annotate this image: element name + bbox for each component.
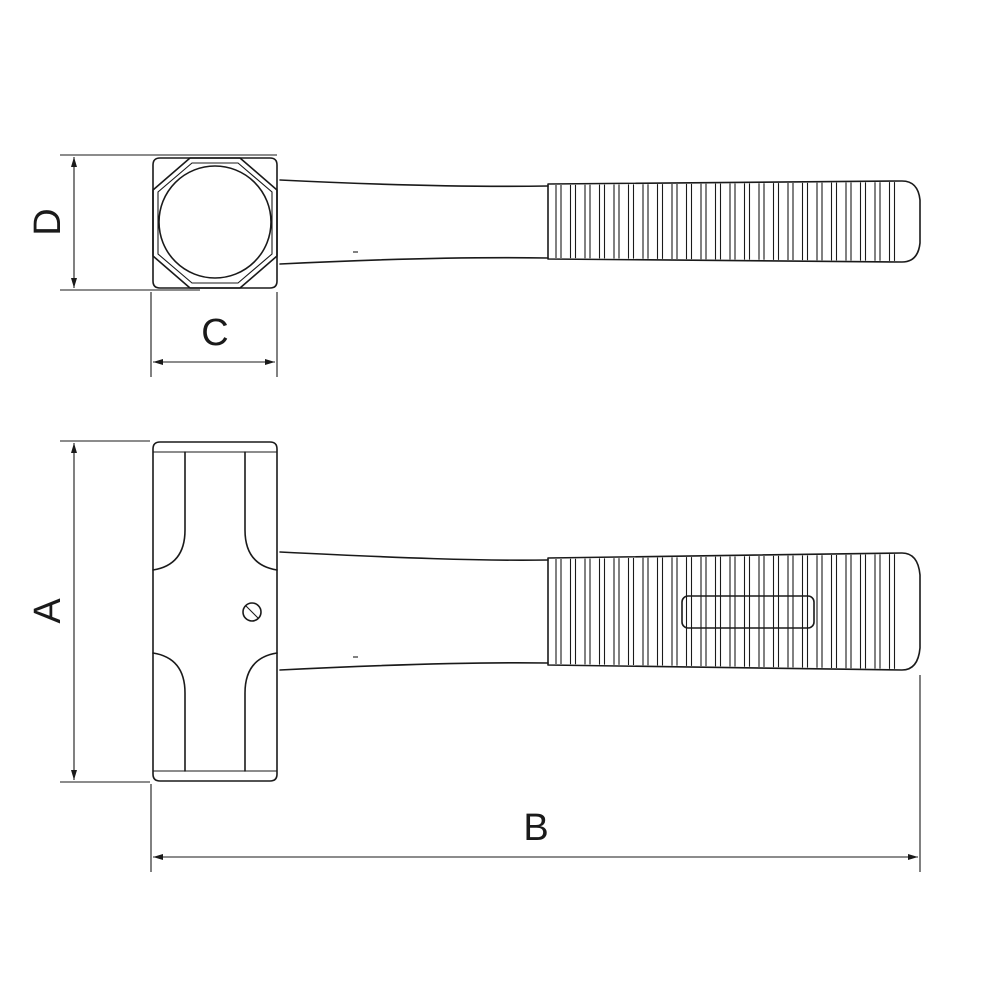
wedge-screw-icon (242, 602, 262, 622)
side-grip-ribs (555, 554, 896, 669)
grip-label-slot (681, 595, 815, 629)
side-grip-outline (547, 552, 921, 671)
side-handle-shaft (279, 551, 549, 671)
top-view: D C (27, 154, 921, 377)
top-grip-outline (547, 180, 921, 263)
top-head-octagon-inner (157, 162, 273, 284)
top-head-octagon (152, 157, 278, 289)
top-handle-shaft (279, 179, 549, 265)
dim-label-d: D (27, 208, 69, 235)
dim-label-b: B (523, 807, 548, 849)
dim-label-c: C (201, 312, 228, 354)
side-head-facet-left (152, 451, 186, 772)
side-head-facet-right (244, 451, 278, 772)
dim-label-a: A (27, 598, 69, 624)
top-head-outline (152, 157, 278, 289)
top-head-striking-face (158, 165, 272, 279)
top-grip-ribs (555, 182, 896, 261)
side-head-outline (152, 441, 278, 782)
side-view: A B (27, 440, 921, 872)
